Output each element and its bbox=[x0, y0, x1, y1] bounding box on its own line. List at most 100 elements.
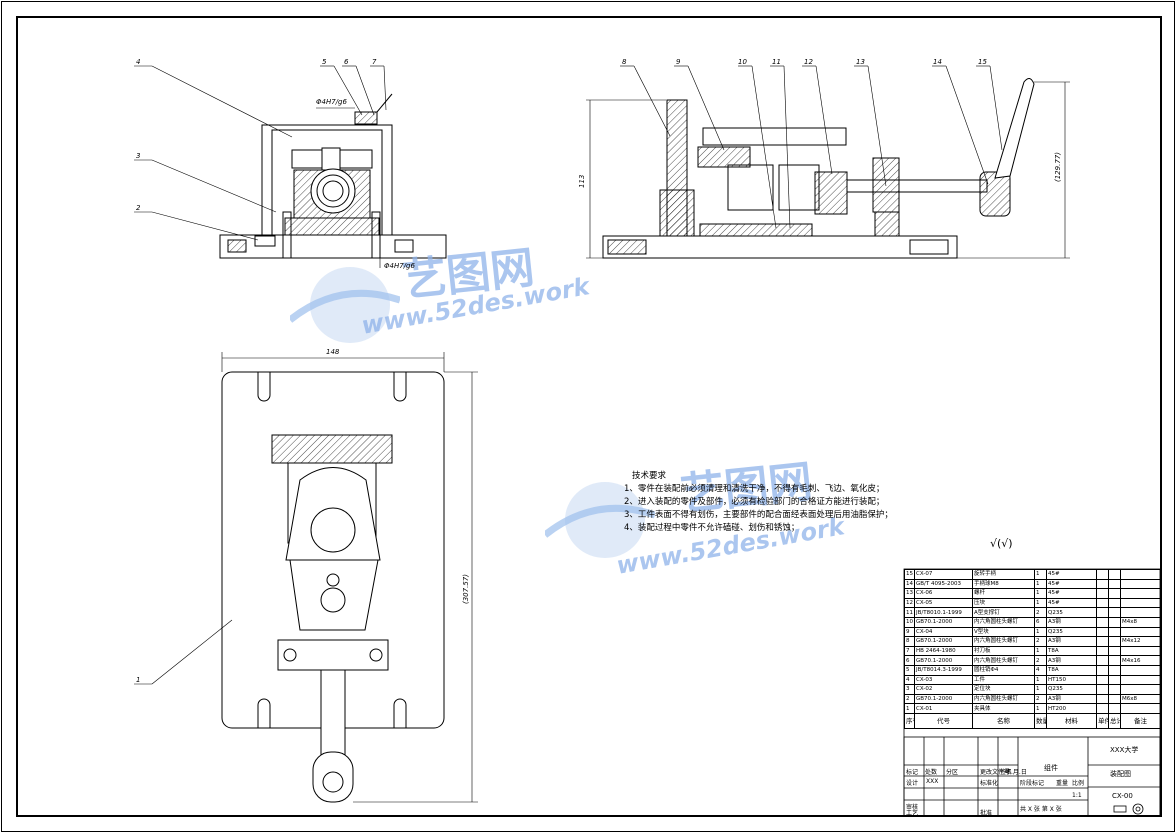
label-process: 工艺 bbox=[906, 810, 919, 817]
balloon-9: 9 bbox=[676, 58, 681, 66]
front-view bbox=[219, 93, 447, 259]
bom-cell-qty: 2 bbox=[1034, 636, 1047, 647]
bom-header-cell: 材料 bbox=[1046, 712, 1097, 729]
bom-cell-note bbox=[1120, 578, 1161, 590]
technical-requirements: 技术要求 1、零件在装配前必须清理和清洗干净，不得有毛刺、飞边、氧化皮； 2、进… bbox=[608, 470, 938, 535]
bom-cell-note bbox=[1120, 626, 1161, 638]
bom-cell-name: 内六角圆柱头螺钉 bbox=[972, 655, 1035, 666]
bom-cell-material: 45# bbox=[1046, 597, 1097, 609]
bom-cell-code: CX-06 bbox=[914, 588, 973, 599]
balloon-5: 5 bbox=[322, 58, 327, 66]
bom-header-cell: 序号 bbox=[904, 712, 915, 729]
bom-cell-name: V型块 bbox=[972, 626, 1035, 638]
bom-cell-no: 8 bbox=[904, 636, 915, 647]
tech-req-line: 4、装配过程中零件不允许磕碰、划伤和锈蚀； bbox=[624, 523, 800, 533]
bom-cell-w1 bbox=[1096, 636, 1109, 647]
label-approve: 批准 bbox=[980, 810, 993, 817]
bom-cell-w2 bbox=[1108, 588, 1121, 599]
bom-cell-no: 12 bbox=[904, 597, 915, 609]
bom-cell-material: 45# bbox=[1046, 578, 1097, 590]
bom-cell-no: 9 bbox=[904, 626, 915, 638]
bom-cell-note bbox=[1120, 607, 1161, 618]
bom-cell-no: 14 bbox=[904, 578, 915, 590]
bom-cell-material: Q235 bbox=[1046, 607, 1097, 618]
bom-header-cell: 备注 bbox=[1120, 712, 1161, 729]
bom-cell-qty: 1 bbox=[1034, 588, 1047, 599]
bom-cell-w1 bbox=[1096, 684, 1109, 695]
bom-cell-w1 bbox=[1096, 616, 1109, 628]
bom-cell-note: M4x8 bbox=[1120, 616, 1161, 628]
bom-header-cell: 单件重量 bbox=[1096, 712, 1109, 729]
bom-cell-no: 5 bbox=[904, 664, 915, 676]
bom-cell-name: 内六角圆柱头螺钉 bbox=[972, 693, 1035, 705]
bom-header-cell: 数量 bbox=[1034, 712, 1047, 729]
bom-cell-qty: 1 bbox=[1034, 597, 1047, 609]
bom-cell-qty: 1 bbox=[1034, 703, 1047, 714]
bom-cell-material: T8A bbox=[1046, 664, 1097, 676]
bom-cell-material: A3钢 bbox=[1046, 655, 1097, 666]
bom-cell-w2 bbox=[1108, 674, 1121, 686]
bom-cell-w1 bbox=[1096, 645, 1109, 657]
bom-cell-note bbox=[1120, 703, 1161, 714]
inner-frame bbox=[16, 16, 1162, 817]
bom-cell-material: A3钢 bbox=[1046, 636, 1097, 647]
bom-cell-code: JB/T8014.3-1999 bbox=[914, 664, 973, 676]
bom-cell-w2 bbox=[1108, 655, 1121, 666]
label-signature: 签名 bbox=[1000, 769, 1013, 776]
bom-cell-w2 bbox=[1108, 597, 1121, 609]
balloon-15: 15 bbox=[978, 58, 987, 66]
bom-cell-no: 1 bbox=[904, 703, 915, 714]
surface-roughness-symbol: √(√) bbox=[990, 537, 1013, 550]
label-mark: 标记 bbox=[906, 769, 919, 776]
bom-cell-code: GB70.1-2000 bbox=[914, 693, 973, 705]
label-standardization: 标准化 bbox=[980, 780, 999, 787]
bom-cell-code: GB70.1-2000 bbox=[914, 655, 973, 666]
bom-cell-note bbox=[1120, 674, 1161, 686]
balloon-8: 8 bbox=[622, 58, 627, 66]
bom-cell-note bbox=[1120, 588, 1161, 599]
bom-cell-qty: 1 bbox=[1034, 645, 1047, 657]
bom-cell-name: 手柄球M8 bbox=[972, 578, 1035, 590]
bom-cell-name: 工件 bbox=[972, 674, 1035, 686]
bom-cell-code: CX-04 bbox=[914, 626, 973, 638]
title-block: XXX大学 装配图 CX-00 组件 标记 处数 分区 更改文件号 签名 年.月… bbox=[904, 737, 1160, 817]
bom-cell-w1 bbox=[1096, 664, 1109, 676]
drawing-number: CX-00 bbox=[1112, 792, 1133, 800]
bom-cell-w1 bbox=[1096, 674, 1109, 686]
bom-header-row: 序号代号名称数量材料单件重量总计重量备注 bbox=[904, 712, 1161, 729]
label-count: 处数 bbox=[925, 769, 938, 776]
label-review: 审核 bbox=[906, 804, 919, 811]
bom-cell-w2 bbox=[1108, 626, 1121, 638]
bom-cell-material: HT150 bbox=[1046, 674, 1097, 686]
balloon-10: 10 bbox=[738, 58, 747, 66]
bom-cell-w2 bbox=[1108, 693, 1121, 705]
bom-cell-material: A3钢 bbox=[1046, 693, 1097, 705]
bom-cell-material: HT200 bbox=[1046, 703, 1097, 714]
bom-header-cell: 代号 bbox=[914, 712, 973, 729]
bom-cell-no: 6 bbox=[904, 655, 915, 666]
bom-cell-no: 4 bbox=[904, 674, 915, 686]
side-view-leaders bbox=[586, 65, 1070, 259]
bom-cell-note bbox=[1120, 597, 1161, 609]
bom-cell-name: 定位块 bbox=[972, 684, 1035, 695]
bom-cell-name: 圆柱销Φ4 bbox=[972, 664, 1035, 676]
bom-cell-note bbox=[1120, 645, 1161, 657]
dim-height-side-ref: (129.77) bbox=[1054, 152, 1062, 182]
balloon-11: 11 bbox=[772, 58, 781, 66]
bom-cell-w2 bbox=[1108, 664, 1121, 676]
bom-cell-code: GB/T 4095-2003 bbox=[914, 578, 973, 590]
label-date: 年.月.日 bbox=[1005, 769, 1027, 776]
projection-symbol-icon bbox=[1113, 803, 1144, 815]
bom-cell-w1 bbox=[1096, 703, 1109, 714]
bom-cell-note: M4x12 bbox=[1120, 636, 1161, 647]
bom-cell-code: CX-02 bbox=[914, 684, 973, 695]
